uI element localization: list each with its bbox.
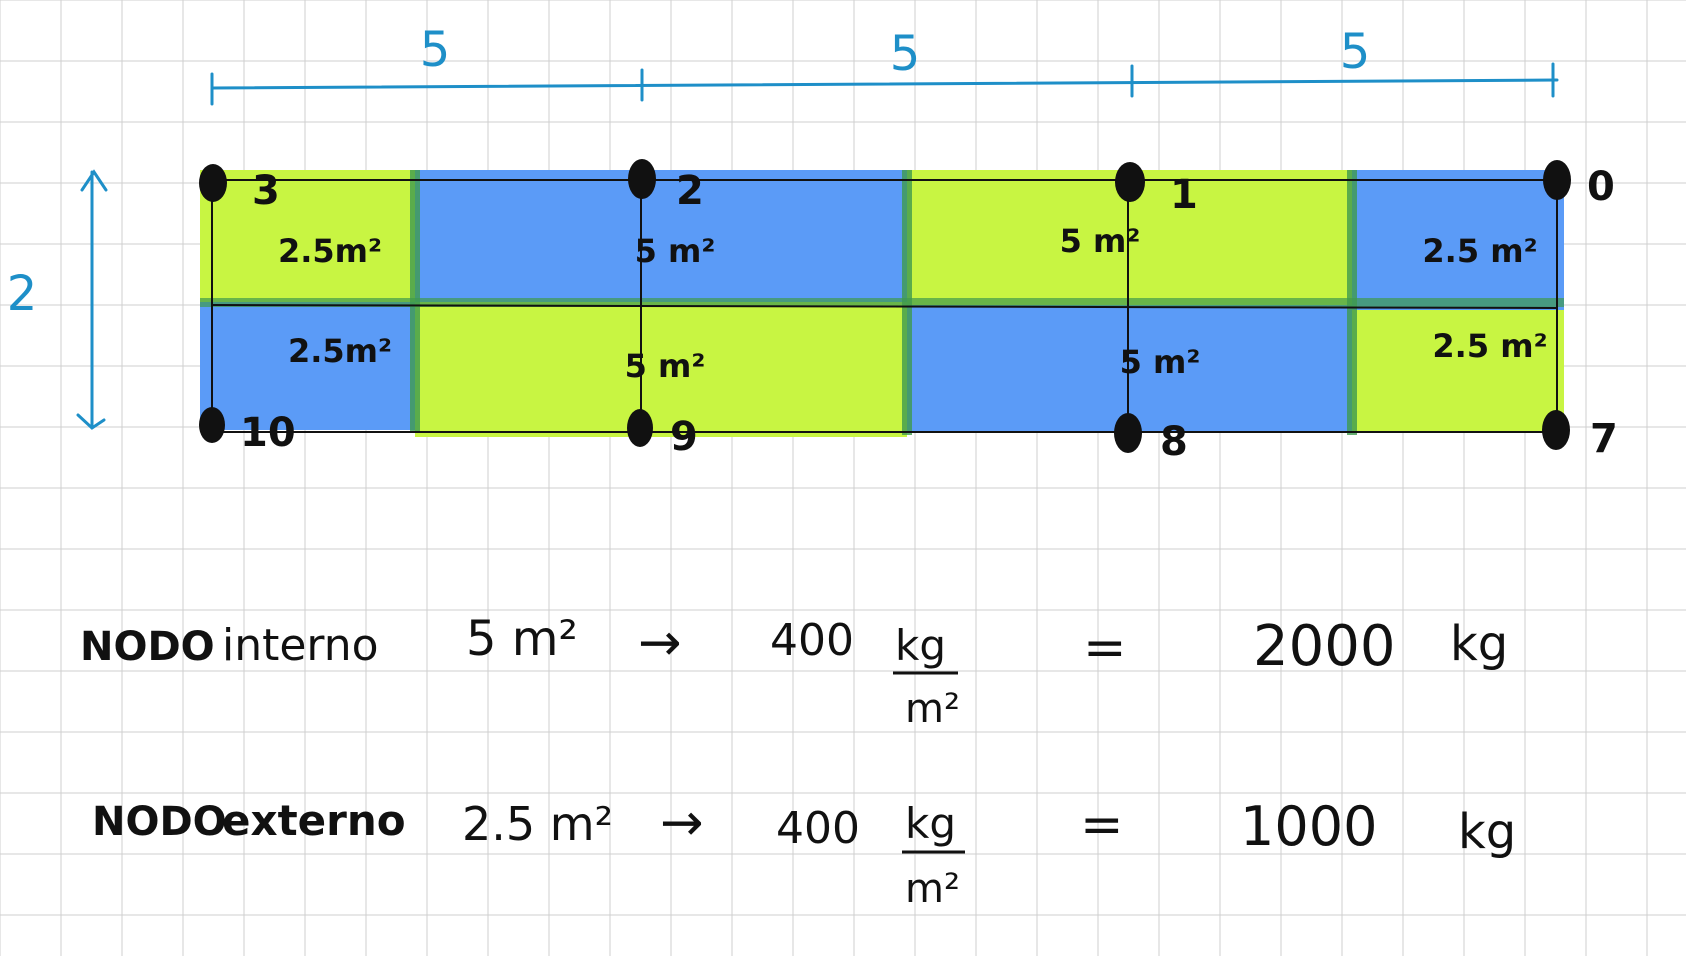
area-label-top-center-left: 5 m²	[635, 232, 716, 270]
area-label-bottom-right: 2.5 m²	[1432, 327, 1547, 365]
node-label-8: 8	[1160, 419, 1188, 465]
node-label-2: 2	[676, 168, 704, 214]
calc-external-equals: =	[1080, 795, 1124, 855]
calc-external-type: externo	[222, 796, 406, 845]
calc-internal-equals: =	[1083, 618, 1127, 678]
height-label: 2	[7, 266, 38, 322]
tributary-areas	[200, 170, 1564, 437]
area-label-top-center-right: 5 m²	[1060, 222, 1141, 260]
area-blue-bottom-left	[200, 302, 415, 430]
area-label-bottom-left: 2.5m²	[288, 332, 392, 370]
calc-internal-area: 5 m²	[466, 611, 578, 667]
area-green-top-left	[200, 170, 415, 302]
calc-external-row: NODO externo 2.5 m² → 400 kg m² = 1000 k…	[92, 793, 1516, 912]
calc-internal-load: 400	[770, 615, 854, 666]
node-dot-9	[627, 409, 653, 447]
node-dot-7	[1542, 410, 1570, 450]
area-label-bottom-center-left: 5 m²	[625, 347, 706, 385]
calc-internal-label: NODO	[80, 624, 215, 670]
calc-external-load: 400	[776, 803, 860, 854]
left-arrow-bottom	[76, 413, 106, 430]
nodes	[199, 159, 1571, 453]
node-label-7: 7	[1590, 416, 1618, 462]
calc-internal-unit-den: m²	[905, 686, 960, 732]
calc-internal-row: NODO interno 5 m² → 400 kg m² = 2000 kg	[80, 611, 1508, 732]
node-dot-8	[1114, 413, 1142, 453]
calc-external-result: 1000	[1240, 795, 1377, 858]
area-blue-bottom-center	[907, 305, 1352, 433]
span-label-1: 5	[420, 22, 451, 78]
calc-external-area: 2.5 m²	[462, 797, 613, 851]
calc-external-unit-den: m²	[905, 866, 960, 912]
left-arrow-top	[80, 169, 108, 192]
node-label-0: 0	[1587, 164, 1615, 210]
area-label-top-left: 2.5m²	[278, 232, 382, 270]
calc-external-result-unit: kg	[1458, 804, 1516, 860]
calc-external-arrow: →	[660, 793, 704, 853]
overlap-divider-mid	[200, 298, 1564, 307]
frame-mid-horizontal	[211, 304, 1558, 309]
node-label-9: 9	[670, 414, 698, 460]
area-blue-top-right	[1352, 170, 1564, 310]
top-dimension-line	[210, 78, 1559, 90]
area-label-bottom-center-right: 5 m²	[1120, 343, 1201, 381]
node-dot-0	[1543, 160, 1571, 200]
area-green-bottom-center	[415, 302, 907, 437]
calc-internal-result-unit: kg	[1450, 616, 1508, 672]
dimension-labels: 5 5 5 2	[7, 22, 1371, 322]
calc-internal-arrow: →	[638, 613, 682, 673]
dimension-lines	[76, 62, 1559, 430]
calc-internal-unit-num: kg	[895, 621, 946, 670]
frame-lines	[211, 179, 1558, 433]
span-label-3: 5	[1340, 24, 1371, 80]
calc-internal-type: interno	[222, 620, 379, 671]
span-label-2: 5	[890, 26, 921, 82]
node-labels: 3 2 1 0 10 9 8 7	[240, 164, 1618, 465]
node-dot-10	[199, 407, 225, 443]
node-dot-1	[1115, 162, 1145, 202]
node-label-3: 3	[252, 168, 280, 214]
area-label-top-right: 2.5 m²	[1422, 232, 1537, 270]
calc-external-label: NODO	[92, 799, 227, 845]
calc-internal-result: 2000	[1253, 614, 1396, 679]
area-blue-top-center	[415, 170, 907, 302]
area-green-bottom-right	[1352, 310, 1564, 433]
node-label-1: 1	[1170, 172, 1198, 218]
area-labels: 2.5m² 5 m² 5 m² 2.5 m² 2.5m² 5 m² 5 m² 2…	[278, 222, 1548, 385]
node-dot-2	[628, 159, 656, 199]
node-dot-3	[199, 164, 227, 202]
node-label-10: 10	[240, 410, 296, 456]
calc-external-unit-num: kg	[905, 799, 956, 848]
